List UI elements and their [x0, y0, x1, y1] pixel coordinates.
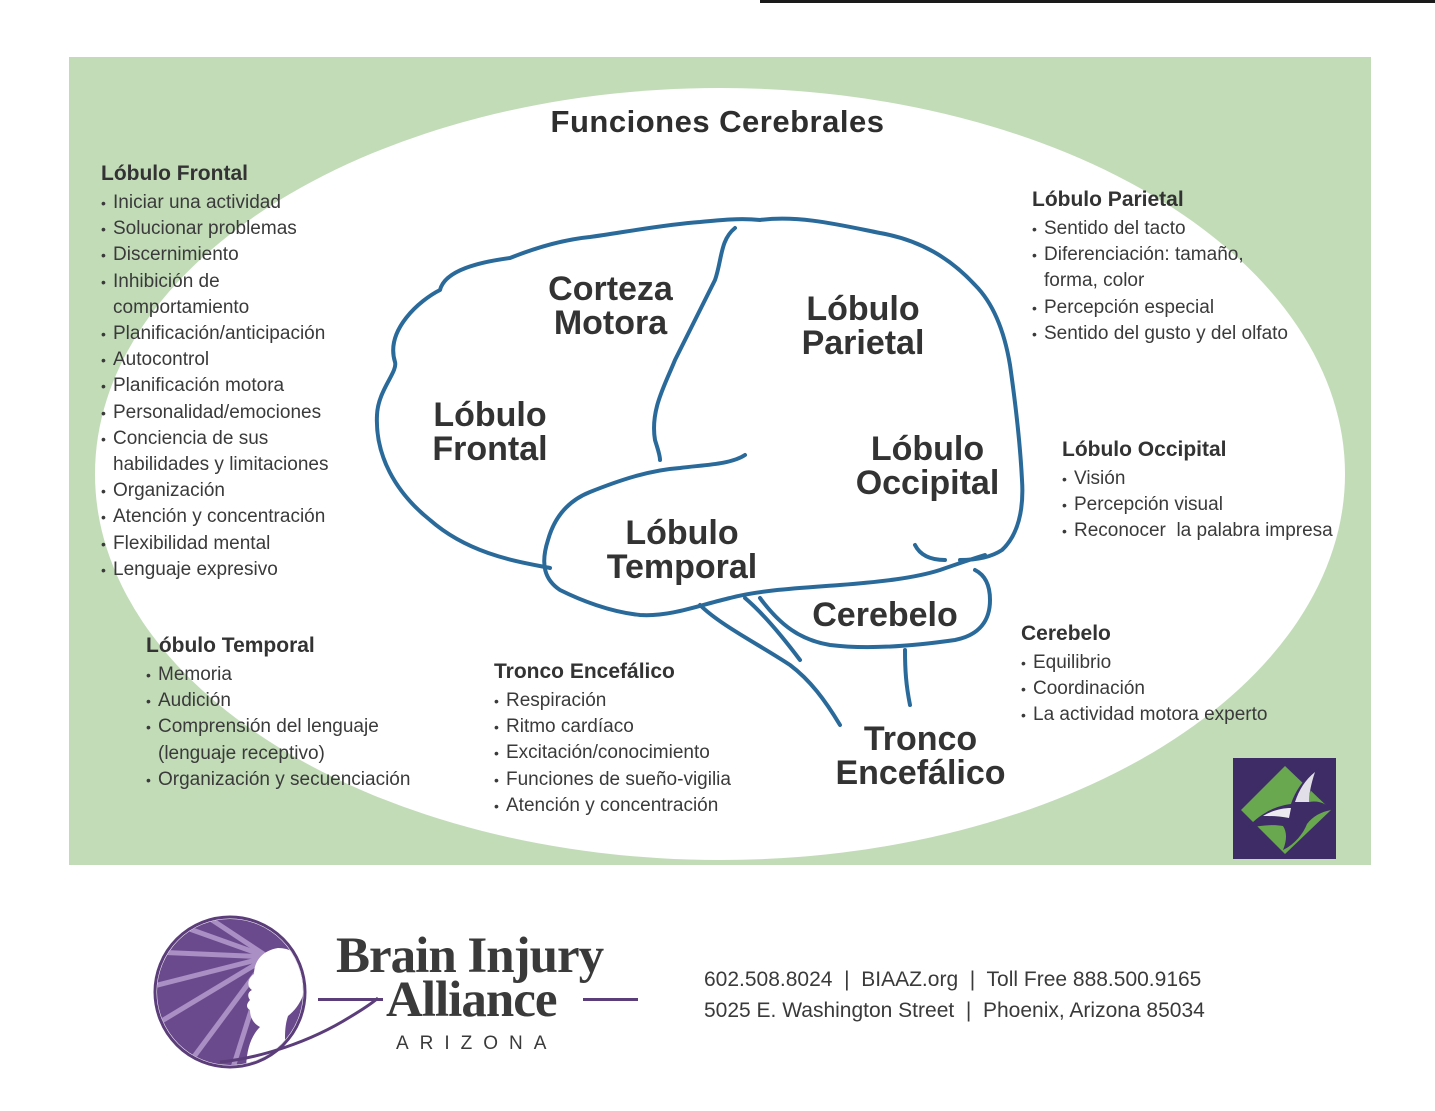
list-item: Ritmo cardíaco — [494, 714, 784, 740]
brand-name-line3: ARIZONA — [396, 1033, 558, 1054]
section-frontal-heading: Lóbulo Frontal — [101, 162, 248, 185]
brain-central-sulcus — [652, 226, 737, 462]
label-temporal-line1: Lóbulo — [625, 514, 739, 552]
label-frontal-line1: Lóbulo — [433, 396, 547, 434]
list-item: Organización y secuenciación — [146, 767, 456, 793]
section-parietal: Lóbulo Parietal Sentido del tacto Difere… — [1032, 188, 1332, 347]
brainstem-right — [903, 648, 912, 707]
label-lobulo-frontal: Lóbulo Frontal — [410, 398, 570, 466]
list-item: Funciones de sueño-vigilia — [494, 767, 784, 793]
list-item: Atención y concentración — [101, 504, 381, 530]
list-item: Respiración — [494, 688, 784, 714]
list-item: Conciencia de sus habilidades y limitaci… — [101, 426, 363, 478]
section-cerebelo-heading: Cerebelo — [1021, 622, 1111, 645]
section-cerebelo-list: Equilibrio Coordinación La actividad mot… — [1021, 650, 1321, 729]
list-item: Lenguaje expresivo — [101, 557, 381, 583]
brand-name-line1: Brain Injury — [336, 928, 604, 984]
brain-lateral-sulcus — [542, 453, 987, 618]
list-item: Planificación/anticipación — [101, 321, 381, 347]
label-occipital-line2: Occipital — [855, 464, 1000, 502]
list-item: Excitación/conocimiento — [494, 740, 784, 766]
label-frontal-line2: Frontal — [432, 430, 548, 468]
bird-logo-icon — [1233, 758, 1336, 859]
section-frontal-list: Iniciar una actividad Solucionar problem… — [101, 190, 381, 583]
section-occipital-heading: Lóbulo Occipital — [1062, 438, 1227, 461]
list-item: Equilibrio — [1021, 650, 1321, 676]
label-cerebelo: Cerebelo — [790, 598, 980, 632]
label-corteza-line2: Motora — [553, 304, 668, 342]
label-temporal-line2: Temporal — [606, 548, 758, 586]
label-tronco-line2: Encefálico — [835, 754, 1006, 792]
list-item: Flexibilidad mental — [101, 531, 381, 557]
label-tronco-line1: Tronco — [863, 720, 978, 758]
section-temporal-list: Memoria Audición Comprensión del lenguaj… — [146, 662, 456, 793]
section-cerebelo: Cerebelo Equilibrio Coordinación La acti… — [1021, 622, 1321, 729]
label-tronco-encefalico: Tronco Encefálico — [808, 722, 1033, 790]
list-item: Diferenciación: tamaño, forma, color — [1032, 242, 1279, 294]
section-tronco-list: Respiración Ritmo cardíaco Excitación/co… — [494, 688, 784, 819]
section-tronco-heading: Tronco Encefálico — [494, 660, 675, 683]
list-item: Percepción visual — [1062, 492, 1382, 518]
brainstem-left — [698, 603, 842, 727]
list-item: Memoria — [146, 662, 456, 688]
section-parietal-heading: Lóbulo Parietal — [1032, 188, 1184, 211]
label-lobulo-temporal: Lóbulo Temporal — [582, 516, 782, 584]
list-item: Planificación motora — [101, 373, 381, 399]
list-item: Solucionar problemas — [101, 216, 381, 242]
label-corteza-motora: Corteza Motora — [528, 272, 693, 340]
list-item: Sentido del gusto y del olfato — [1032, 321, 1332, 347]
list-item: Discernimiento — [101, 242, 381, 268]
list-item: Percepción especial — [1032, 295, 1332, 321]
list-item: Coordinación — [1021, 676, 1321, 702]
label-lobulo-parietal: Lóbulo Parietal — [778, 292, 948, 360]
section-temporal: Lóbulo Temporal Memoria Audición Compren… — [146, 634, 456, 793]
list-item: Iniciar una actividad — [101, 190, 381, 216]
list-item: Inhibición de comportamiento — [101, 269, 283, 321]
contact-line-1: 602.508.8024 | BIAAZ.org | Toll Free 888… — [704, 968, 1202, 991]
list-item: Atención y concentración — [494, 793, 784, 819]
section-temporal-heading: Lóbulo Temporal — [146, 634, 315, 657]
list-item: Audición — [146, 688, 456, 714]
label-cerebelo-line1: Cerebelo — [812, 596, 958, 634]
section-occipital: Lóbulo Occipital Visión Percepción visua… — [1062, 438, 1382, 545]
list-item: Organización — [101, 478, 381, 504]
list-item: Visión — [1062, 466, 1382, 492]
label-occipital-line1: Lóbulo — [870, 430, 985, 468]
brainstem-inner — [743, 596, 802, 662]
label-corteza-line1: Corteza — [548, 270, 673, 308]
label-parietal-line2: Parietal — [801, 324, 925, 362]
list-item: La actividad motora experto — [1021, 702, 1321, 728]
section-parietal-list: Sentido del tacto Diferenciación: tamaño… — [1032, 216, 1332, 347]
brand-rule-left — [318, 998, 383, 1001]
page-title: Funciones Cerebrales — [550, 104, 885, 139]
head-profile-logo-icon — [153, 915, 379, 1069]
section-frontal: Lóbulo Frontal Iniciar una actividad Sol… — [101, 162, 381, 583]
list-item: Autocontrol — [101, 347, 381, 373]
cerebellum-outline — [758, 568, 992, 650]
list-item: Comprensión del lenguaje (lenguaje recep… — [146, 714, 418, 766]
list-item: Reconocer la palabra impresa — [1062, 518, 1382, 544]
section-tronco: Tronco Encefálico Respiración Ritmo card… — [494, 660, 784, 819]
brain-occipital-notch — [913, 543, 947, 562]
list-item: Personalidad/emociones — [101, 400, 381, 426]
section-occipital-list: Visión Percepción visual Reconocer la pa… — [1062, 466, 1382, 545]
brand-rule-right — [583, 998, 638, 1001]
label-lobulo-occipital: Lóbulo Occipital — [830, 432, 1025, 500]
label-parietal-line1: Lóbulo — [806, 290, 920, 328]
list-item: Sentido del tacto — [1032, 216, 1332, 242]
contact-line-2: 5025 E. Washington Street | Phoenix, Ari… — [704, 999, 1205, 1022]
brand-name-line2: Alliance — [386, 972, 557, 1028]
top-border-gap — [0, 0, 760, 3]
